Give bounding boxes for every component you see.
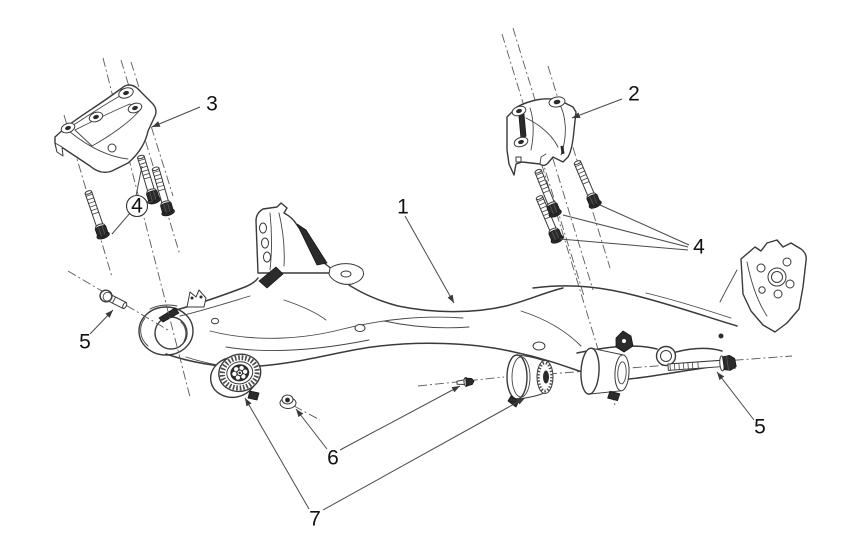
subframe-right-end-plate xyxy=(719,239,807,333)
callout-7: 7 xyxy=(309,508,321,531)
front-bushing xyxy=(506,354,554,408)
subframe-center-tower xyxy=(255,202,365,289)
callout-2: 2 xyxy=(628,83,640,106)
callout-3: 3 xyxy=(206,93,218,116)
assembly-centerlines xyxy=(63,27,793,421)
mount-bolt xyxy=(81,188,111,241)
pivot-bolt-left xyxy=(99,289,128,310)
leader-lines xyxy=(89,98,755,511)
flange-nut xyxy=(279,394,297,409)
damper-bolt xyxy=(456,377,475,387)
subframe-crossmember xyxy=(138,202,807,380)
mount-bolts-right xyxy=(531,158,603,246)
vibration-damper xyxy=(209,353,262,401)
callout-6: 6 xyxy=(327,447,339,470)
subframe-left-tube xyxy=(138,304,194,356)
callout-5-left: 5 xyxy=(79,331,91,354)
callout-4-circle xyxy=(125,194,149,218)
mount-bolt xyxy=(570,158,603,211)
tube-mount-tab xyxy=(186,289,207,308)
callout-4-right: 4 xyxy=(693,236,705,259)
callout-4-left: 4 xyxy=(131,195,143,218)
rear-bushing xyxy=(580,347,630,402)
pivot-bolt-right xyxy=(667,354,737,372)
mount-bracket-right xyxy=(506,96,577,176)
callouts: 1 2 3 4 4 5 5 6 7 xyxy=(79,83,766,531)
callout-5-right: 5 xyxy=(754,416,766,439)
callout-1: 1 xyxy=(397,196,409,219)
mount-bracket-left xyxy=(54,84,157,174)
tube-clamp-band xyxy=(158,307,180,323)
